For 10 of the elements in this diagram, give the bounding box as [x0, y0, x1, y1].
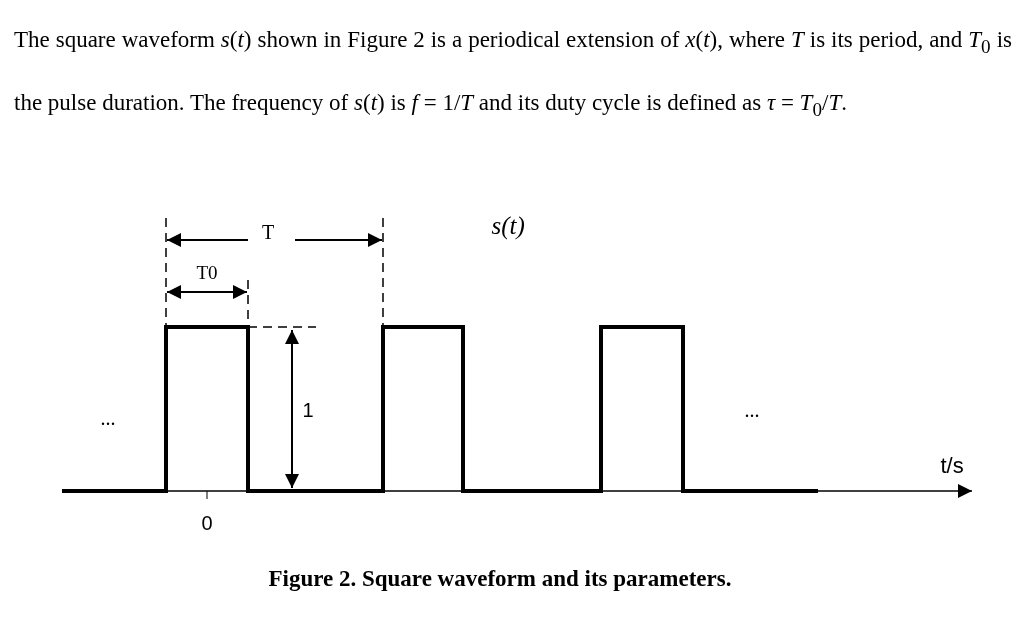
ellipsis: ...	[744, 400, 760, 420]
axis-label: 0	[201, 513, 213, 533]
ellipsis: ...	[100, 408, 116, 428]
amplitude-label: 1	[302, 400, 314, 420]
paragraph: The square waveform s(t) shown in Figure 2 is a periodical extension of x(t), where T is its period, and T$_{0}$ is the pulse duration. The frequency of s(t) is f = 1/T and its duty cycle is defined as τ = T$_{0}$/T.	[14, 26, 1012, 122]
signal-label: s(t)	[491, 212, 525, 238]
dimension-label: T	[262, 222, 275, 242]
axis-label: t/s	[940, 455, 964, 477]
figure-caption: Figure 2. Square waveform and its parameters.	[268, 566, 732, 590]
dimension-label: T0	[196, 262, 218, 282]
